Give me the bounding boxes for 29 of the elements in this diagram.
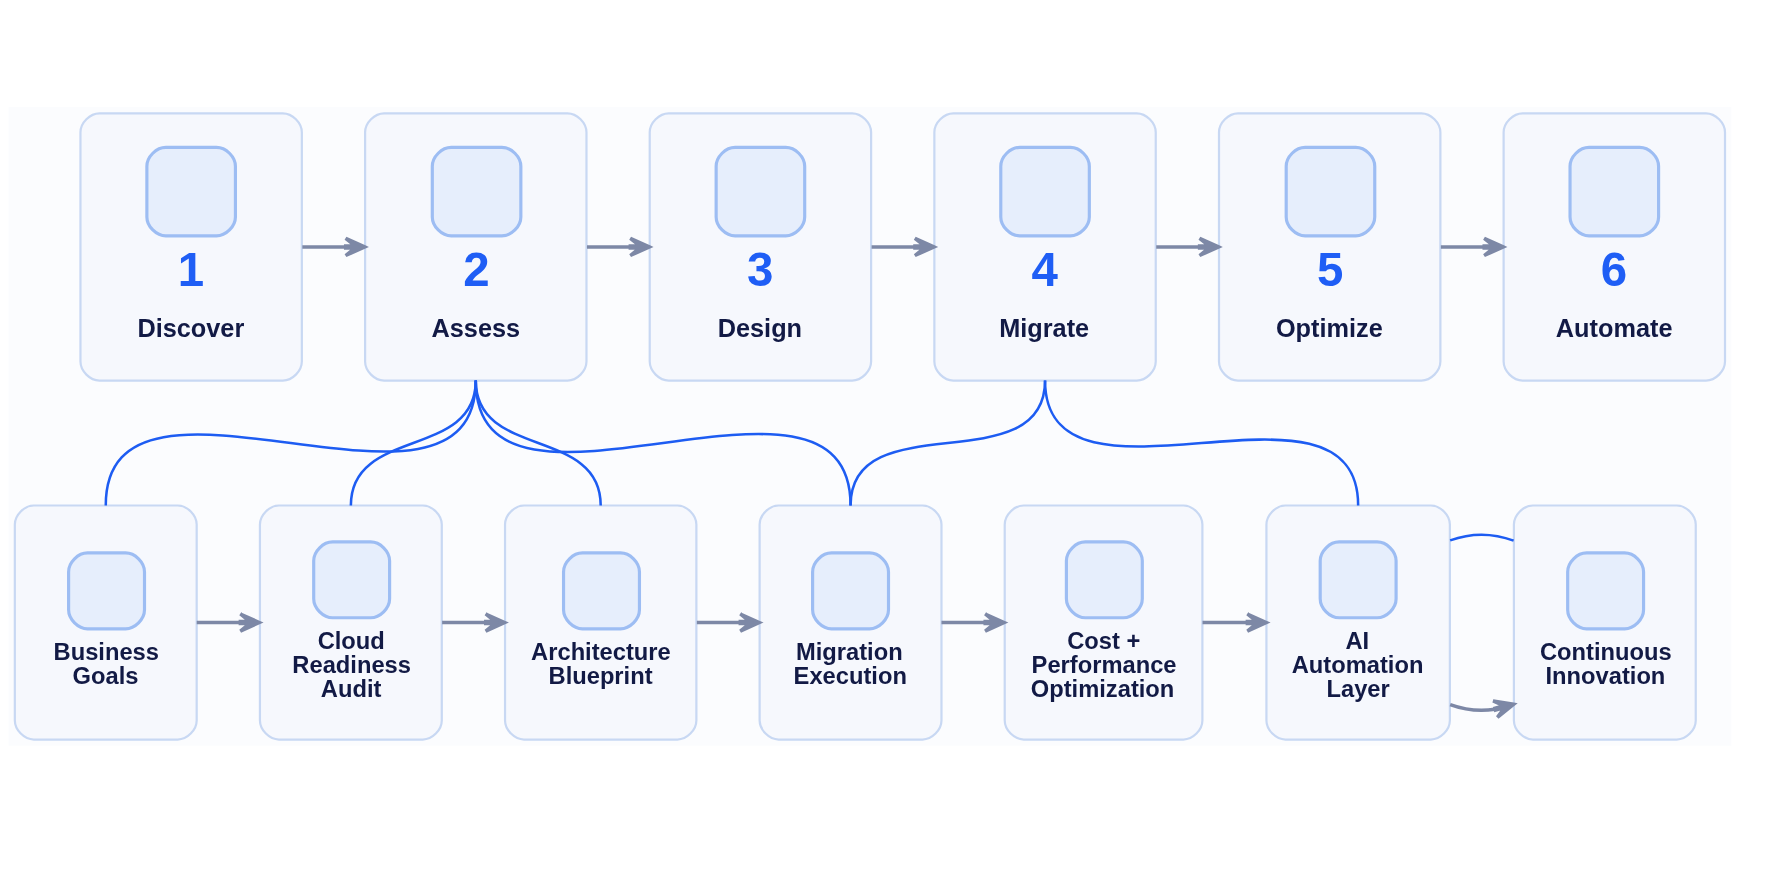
arrow [586,236,652,258]
node-box: 4 Migrate [933,112,1157,382]
node-box: Migration Execution [758,504,943,741]
node-box: 5 Optimize [1217,112,1442,382]
arrow [196,612,262,633]
arrow [1449,699,1516,720]
connector [1043,380,1360,506]
arrow [696,612,761,633]
node-box: 3 Design [648,112,873,382]
arrow [1156,236,1221,258]
connector [1449,533,1514,542]
node-box: Cloud Readiness Audit [258,504,443,741]
node-box: Business Goals [13,504,198,741]
node-box: AI Automation Layer [1265,504,1451,741]
node-box: Continuous Innovation [1512,504,1697,741]
arrow [1202,612,1269,633]
node-box: Architecture Blueprint [503,504,698,741]
node-box: 6 Automate [1502,112,1727,382]
node-box: Cost + Performance Optimization [1003,504,1204,741]
node-box: 2 Assess [364,112,588,382]
arrow [1440,236,1505,258]
connector [474,380,852,506]
arrow [302,236,367,258]
arrow [442,612,507,633]
connector [104,380,477,506]
arrow [871,236,936,258]
node-box: 1 Discover [79,112,303,382]
arrow [941,612,1006,633]
connector [349,380,478,506]
